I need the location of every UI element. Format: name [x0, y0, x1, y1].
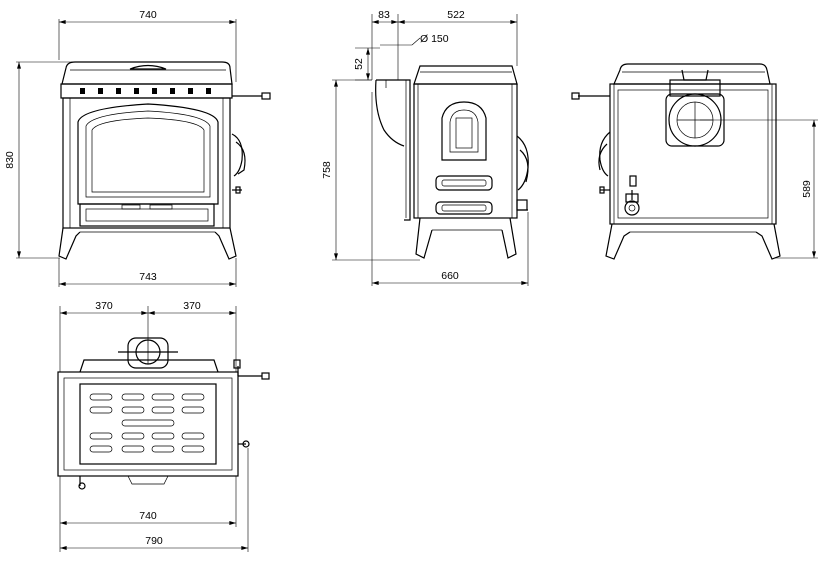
side-flue-diameter-dimension: Ø 150: [380, 33, 449, 46]
front-height-dimension: 830: [4, 61, 80, 259]
rear-air-lever: [571, 92, 610, 100]
rear-legs: [605, 223, 781, 260]
side-total-depth-dimension: 660: [371, 92, 529, 286]
top-body-width-dimension: 740: [59, 476, 237, 552]
side-view: 83 522 Ø 150 52 758 660: [321, 9, 529, 286]
rear-flue-axis-dimension: 589: [700, 119, 818, 259]
rear-view: 589: [571, 63, 818, 260]
side-depth-dimension: 522: [397, 9, 518, 66]
side-height-dimension: 758: [321, 79, 420, 261]
side-flue-diameter-label: Ø 150: [420, 33, 449, 45]
stove-front-outline: [60, 61, 233, 229]
front-air-lever: [232, 92, 271, 100]
side-flue-pipe: [375, 79, 411, 221]
ash-drawer: [79, 203, 215, 227]
rear-flue-collar: [665, 69, 725, 147]
top-right-half-label: 370: [183, 300, 201, 312]
rear-fittings: [624, 175, 640, 216]
side-flue-offset-dimension: 83: [371, 9, 399, 80]
top-rivets: [80, 88, 211, 94]
top-handles: [78, 359, 270, 490]
front-bottom-width-label: 743: [139, 271, 157, 283]
side-flue-offset-label: 83: [378, 9, 390, 21]
top-grate-slots: [89, 393, 205, 453]
side-total-depth-label: 660: [441, 270, 459, 282]
fire-door-window: [77, 103, 219, 205]
side-flue-height-dimension: 52: [353, 47, 380, 81]
side-legs: [415, 209, 528, 259]
front-height-label: 830: [4, 151, 16, 169]
top-total-width-dimension: 790: [59, 448, 249, 552]
top-half-width-dimensions: 370 370: [59, 300, 237, 372]
rear-flue-axis-label: 589: [801, 180, 813, 198]
stove-rear-outline: [609, 63, 777, 225]
front-view: 740 830 743: [4, 9, 271, 287]
side-depth-label: 522: [447, 9, 465, 21]
side-handle: [516, 135, 529, 211]
stove-top-outline: [57, 359, 239, 485]
top-total-width-label: 790: [145, 535, 163, 547]
front-legs: [58, 227, 237, 260]
top-left-half-label: 370: [95, 300, 113, 312]
front-bottom-width-dimension: 743: [58, 258, 237, 287]
top-body-width-label: 740: [139, 510, 157, 522]
top-view: 370 370: [57, 300, 270, 552]
front-top-width-dimension: 740: [58, 9, 237, 82]
side-height-label: 758: [321, 161, 333, 179]
top-flue-collar: [118, 337, 178, 369]
front-side-handle: [231, 133, 246, 194]
side-flue-height-label: 52: [353, 58, 365, 70]
rear-handle: [598, 131, 611, 194]
stove-side-outline: [413, 65, 518, 219]
front-top-width-label: 740: [139, 9, 157, 21]
